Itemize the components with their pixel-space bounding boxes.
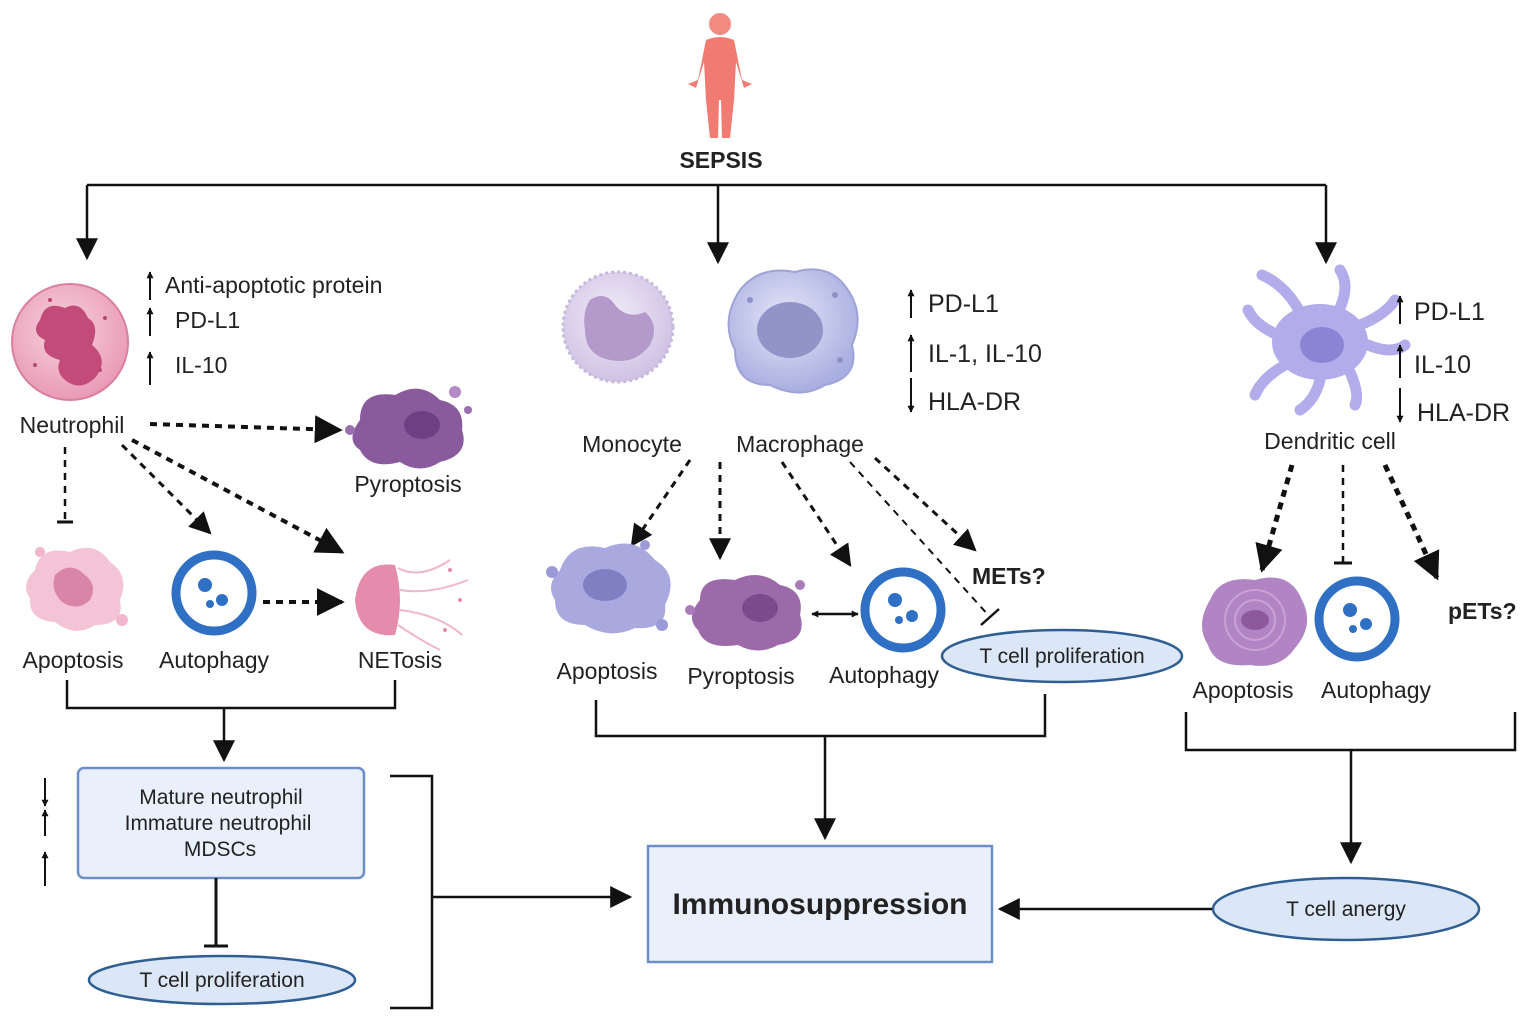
macrophage-autophagy-label: Autophagy [829,662,939,688]
macrophage-apoptosis-label: Apoptosis [556,658,657,684]
neutrophil-population-box [76,766,366,880]
macrophage-label: Macrophage [736,431,864,457]
immunosuppression-label: Immunosuppression [672,888,967,921]
human-figure-icon [688,13,752,138]
macrophage-marker-1: PD-L1 [928,290,999,318]
title-sepsis: SEPSIS [679,147,762,173]
netosis-label: NETosis [358,647,442,673]
monocyte-label: Monocyte [582,431,682,457]
neutrophil-tcell-label: T cell proliferation [139,969,304,992]
macrophage-markers: PD-L1 IL-1, IL-10 HLA-DR [907,289,1042,416]
tcell-anergy-ellipse [1211,876,1481,942]
macrophage-bracket [594,694,1047,841]
neutrophil-inhibit-line [204,878,228,948]
dendritic-label: Dendritic cell [1264,428,1396,454]
inhibit-bar [980,608,1000,626]
neutrophil-marker-2: PD-L1 [175,307,240,333]
macrophage-pyroptosis-label: Pyroptosis [687,663,794,689]
dendritic-marker-1: PD-L1 [1414,298,1485,326]
neutrophil-marker-3: IL-10 [175,352,227,378]
neutrophil-apoptosis-label: Apoptosis [22,647,123,673]
population-mdscs: MDSCs [184,838,256,861]
dendritic-markers: PD-L1 IL-10 HLA-DR [1396,295,1510,427]
macrophage-apoptosis-cell-icon [546,540,671,634]
dendritic-fate-arrows [1255,463,1440,581]
netosis-cell-icon [355,559,469,651]
mets-label: METs? [972,563,1046,589]
macrophage-tcell-label: T cell proliferation [979,645,1144,668]
neutrophil-autophagy-label: Autophagy [159,647,269,673]
tcell-anergy-label: T cell anergy [1286,898,1406,921]
neutrophil-marker-1: Anti-apoptotic protein [165,272,382,298]
distribution-lines [76,183,1337,265]
dendritic-bracket [1184,712,1517,865]
macrophage-marker-2: IL-1, IL-10 [928,340,1042,368]
macrophage-marker-3: HLA-DR [928,388,1021,416]
dendritic-marker-3: HLA-DR [1417,399,1510,427]
neutrophil-markers: Anti-apoptotic protein PD-L1 IL-10 [146,271,382,385]
dendritic-autophagy-cell-icon [1314,576,1400,662]
dendritic-apoptosis-label: Apoptosis [1192,677,1293,703]
dendritic-autophagy-label: Autophagy [1321,677,1431,703]
neutrophil-tcell-ellipse [87,954,357,1006]
pets-label: pETs? [1448,598,1517,624]
neutrophil-pyroptosis-label: Pyroptosis [354,471,461,497]
dendritic-marker-2: IL-10 [1414,351,1471,379]
macrophage-tcell-ellipse [940,628,1184,684]
population-mature: Mature neutrophil [139,786,302,809]
dendritic-cell-icon [1242,264,1411,416]
autophagy-cell-icon [171,550,257,636]
neutrophil-fate-arrows [63,415,345,554]
macrophage-fate-arrows [630,456,991,618]
neutrophil-bracket [65,680,397,763]
neutrophil-cell-icon [11,283,129,401]
monocyte-cell-icon [561,270,675,384]
left-bracket-to-outcome [390,774,633,1010]
macrophage-pyroptosis-cell-icon [685,575,805,651]
neutrophil-label: Neutrophil [20,412,125,438]
dendritic-apoptosis-cell-icon [1201,577,1308,666]
immunosuppression-box [646,844,994,964]
macrophage-cell-icon [727,268,859,394]
macrophage-autophagy-cell-icon [860,567,946,653]
pyroptosis-cell-icon [345,386,472,469]
population-immature: Immature neutrophil [125,812,312,835]
apoptosis-cell-icon [26,547,128,631]
